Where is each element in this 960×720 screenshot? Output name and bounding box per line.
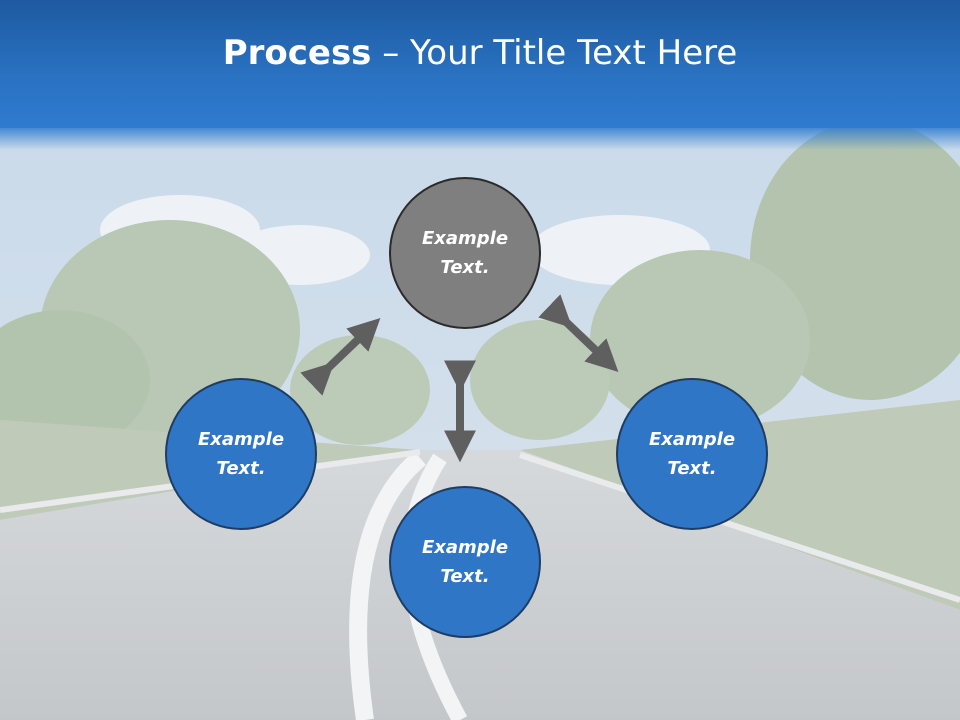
- title-bold: Process: [222, 33, 372, 73]
- node-left-line2: Text.: [216, 458, 266, 479]
- node-bottom-line1: Example: [421, 537, 509, 558]
- slide-title: Process – Your Title Text Here: [223, 33, 738, 73]
- node-top-line1: Example: [421, 228, 509, 249]
- node-right-line2: Text.: [667, 458, 717, 479]
- arrow-top-right: [538, 294, 619, 372]
- node-left-line1: Example: [197, 429, 285, 450]
- title-bar: Process – Your Title Text Here: [0, 0, 960, 150]
- node-right-line1: Example: [648, 429, 736, 450]
- arrow-top-left: [300, 318, 381, 396]
- node-top-line2: Text.: [440, 257, 490, 278]
- node-bottom-line2: Text.: [440, 566, 490, 587]
- title-rest: – Your Title Text Here: [371, 33, 738, 73]
